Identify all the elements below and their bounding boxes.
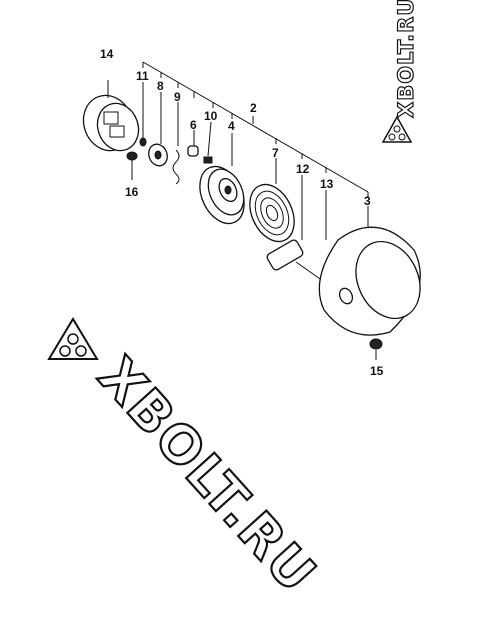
watermark-corner-logo-icon [381, 115, 413, 143]
part-15-nut [369, 338, 383, 360]
part-14-starter-cup [82, 80, 140, 152]
callout-16: 16 [125, 185, 139, 199]
part-9-spring [172, 102, 180, 185]
part-7-recoil-spring [249, 158, 295, 243]
watermark-main-text: XBOLT.RU [86, 347, 327, 606]
callout-11: 11 [136, 69, 149, 83]
part-3-starter-case [318, 206, 421, 336]
callout-2: 2 [250, 101, 257, 115]
callout-15: 15 [370, 364, 384, 378]
part-12-handle [266, 175, 304, 271]
callout-3: 3 [364, 194, 371, 208]
callout-13: 13 [320, 177, 334, 191]
callout-14: 14 [100, 47, 114, 61]
part-10-pawl-spring [203, 121, 213, 164]
watermark-main-logo-icon [47, 317, 99, 360]
watermark-corner-text: XBOLT.RU [394, 0, 418, 118]
callout-7: 7 [272, 146, 279, 160]
watermark-main: XBOLT.RU [47, 317, 329, 606]
assembly-bracket [142, 61, 369, 198]
callout-6: 6 [190, 118, 197, 132]
part-4-reel [199, 133, 245, 225]
part-8-washer [148, 92, 168, 167]
callout-8: 8 [157, 79, 164, 93]
callout-4: 4 [228, 119, 235, 133]
part-16-bolt [126, 151, 138, 180]
watermark-corner: XBOLT.RU [381, 0, 419, 143]
callout-10: 10 [204, 109, 218, 123]
callout-12: 12 [296, 162, 310, 176]
callout-9: 9 [174, 90, 181, 104]
part-11-screw [139, 82, 147, 147]
part-6-pawl [187, 130, 199, 157]
